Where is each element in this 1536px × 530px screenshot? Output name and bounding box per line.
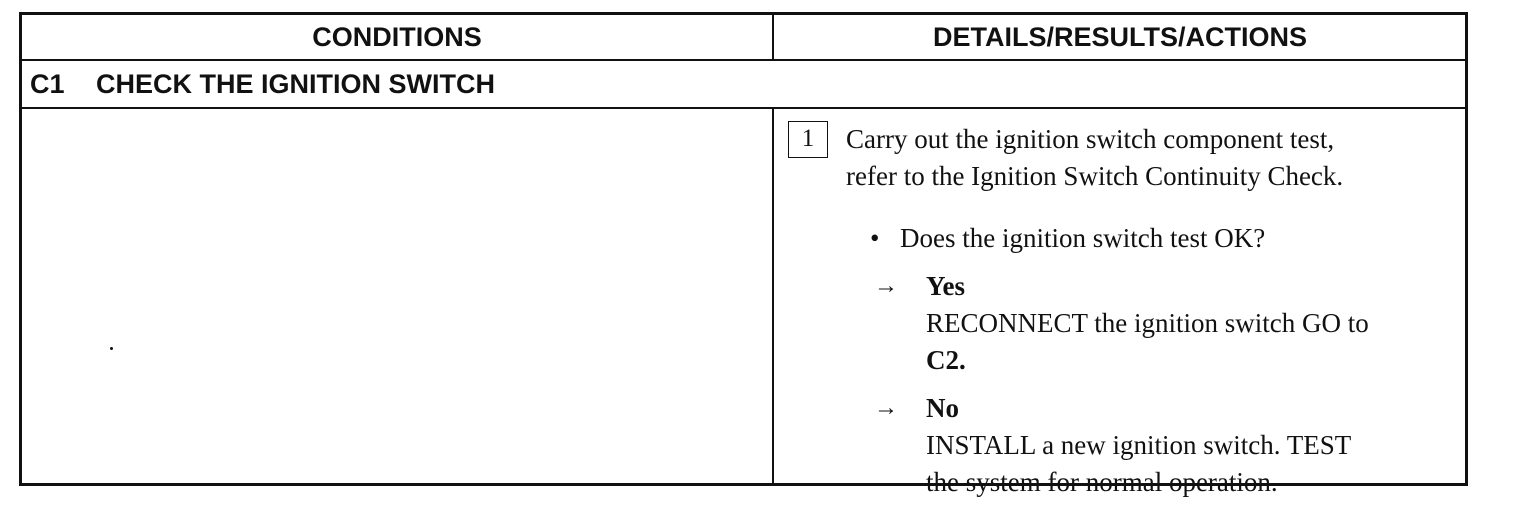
step-instruction: Carry out the ignition switch component …: [846, 121, 1446, 195]
answer-yes-goto: C2.: [926, 345, 966, 375]
section-code: C1: [30, 69, 65, 99]
arrow-right-icon: →: [874, 273, 898, 299]
diagnostic-table: CONDITIONS DETAILS/RESULTS/ACTIONS C1 CHE…: [19, 12, 1468, 497]
conditions-header: CONDITIONS: [312, 22, 482, 52]
step-line-1: Carry out the ignition switch component …: [846, 124, 1335, 154]
answer-yes-line-1: RECONNECT the ignition switch GO to: [926, 308, 1369, 338]
section-title-row: C1 CHECK THE IGNITION SWITCH: [30, 61, 495, 107]
question-item: • Does the ignition switch test OK?: [870, 220, 1265, 257]
column-divider-body: [772, 109, 774, 483]
details-cell: 1 Carry out the ignition switch componen…: [774, 109, 1466, 497]
bullet-icon: •: [870, 223, 880, 253]
answer-no-line-2: the system for normal operation.: [926, 467, 1278, 497]
step-line-2: refer to the Ignition Switch Continuity …: [846, 161, 1344, 191]
column-divider-top: [772, 15, 774, 59]
answer-yes: Yes RECONNECT the ignition switch GO to …: [926, 268, 1466, 379]
stray-mark: [110, 347, 113, 350]
answer-no-label: No: [926, 393, 959, 423]
question-text: Does the ignition switch test OK?: [900, 223, 1266, 253]
details-header: DETAILS/RESULTS/ACTIONS: [932, 22, 1307, 52]
arrow-right-icon: →: [874, 395, 898, 421]
answer-yes-label: Yes: [926, 271, 965, 301]
section-title: CHECK THE IGNITION SWITCH: [96, 69, 495, 99]
answer-no-line-1: INSTALL a new ignition switch. TEST: [926, 430, 1352, 460]
header-divider: [22, 59, 1465, 61]
answer-no: No INSTALL a new ignition switch. TEST t…: [926, 390, 1466, 501]
step-number-box: 1: [788, 121, 828, 158]
section-divider: [22, 107, 1465, 109]
